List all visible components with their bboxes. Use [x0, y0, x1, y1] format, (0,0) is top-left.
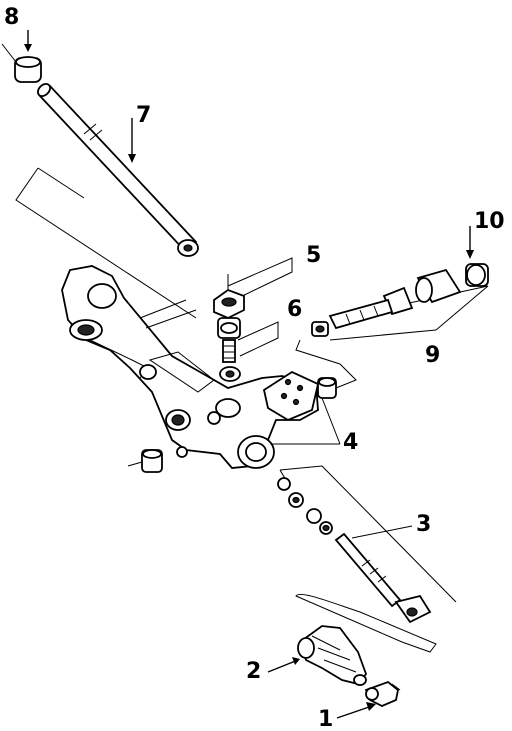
leader-7 — [128, 118, 136, 163]
callout-1: 1 — [318, 707, 333, 731]
callout-10: 10 — [474, 209, 505, 234]
callout-8: 8 — [4, 5, 19, 30]
bracket-5 — [227, 257, 293, 301]
bracket-9 — [295, 285, 489, 389]
part-4-housing — [61, 265, 320, 469]
bracket-6 — [237, 321, 279, 357]
part-9-tie-rod-assembly — [311, 268, 462, 337]
part-6-seal — [219, 339, 241, 382]
part-4-bushing-left — [127, 449, 163, 473]
callout-7: 7 — [136, 103, 151, 128]
part-7-tube — [37, 83, 199, 257]
callout-3: 3 — [416, 512, 431, 537]
part-3-tie-rod — [277, 477, 432, 624]
part-8-bushing — [1, 43, 42, 83]
leader-10 — [466, 226, 474, 259]
part-10-bushing — [465, 263, 489, 287]
leader-1 — [336, 702, 376, 719]
callout-2: 2 — [246, 659, 261, 684]
leader-4 — [272, 397, 341, 445]
leader-8 — [24, 30, 32, 52]
part-1-tie-rod-end — [364, 680, 401, 707]
bracket-2 — [295, 593, 437, 653]
part-5-fitting — [213, 274, 245, 339]
leader-3 — [351, 525, 413, 539]
part-2-boot — [297, 625, 368, 686]
callout-6: 6 — [287, 297, 302, 322]
callout-5: 5 — [306, 243, 321, 268]
callout-4: 4 — [343, 430, 358, 455]
bracket-7 — [15, 167, 197, 319]
leader-2 — [267, 657, 300, 673]
part-4-bushing-right — [317, 377, 337, 399]
callout-9: 9 — [425, 343, 440, 368]
